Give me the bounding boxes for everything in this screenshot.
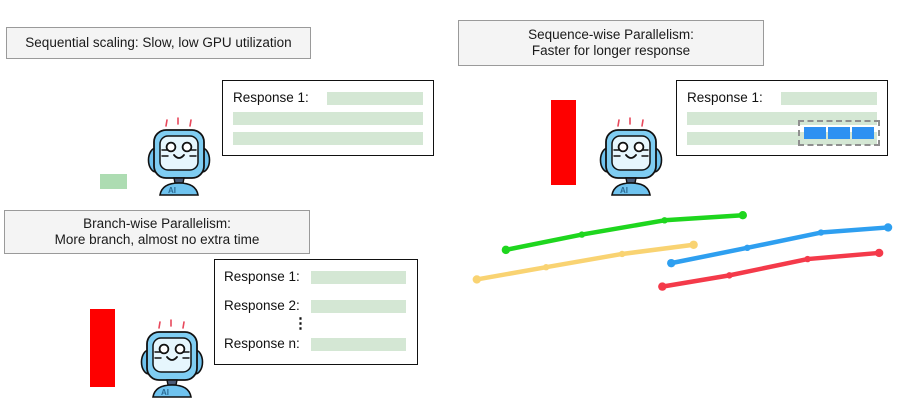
branch-wise-caption-line-2: More branch, almost no extra time <box>54 232 260 247</box>
svg-text:AI: AI <box>168 186 176 195</box>
branch-wise-caption-box: Branch-wise Parallelism: More branch, al… <box>4 210 310 254</box>
sequence-wise-response-bubble: Response 1: <box>676 80 888 156</box>
parallel-sequence-blocks-group <box>798 120 880 146</box>
chart-marker <box>661 217 668 224</box>
chart-marker <box>874 248 884 258</box>
sequential-response-row-1: Response 1: <box>233 90 309 106</box>
chart-line <box>503 212 746 253</box>
svg-text:AI: AI <box>161 388 169 397</box>
sequential-caption-line-1: Sequential scaling: Slow, low GPU utiliz… <box>25 35 292 50</box>
parallel-sequence-block <box>828 127 850 139</box>
branch-wise-response-bubble: Response 1: Response 2: ⋮ Response n: <box>214 259 418 365</box>
response-text-bar <box>311 300 406 313</box>
response-text-bar <box>233 132 423 145</box>
parallel-sequence-block <box>852 127 874 139</box>
chart-marker <box>817 229 825 236</box>
branch-wise-response-row-1: Response 1: <box>224 269 300 285</box>
sequential-response-bubble: Response 1: <box>222 80 434 156</box>
sequence-wise-caption-line-2: Faster for longer response <box>531 43 691 58</box>
robot-icon: AI <box>598 116 664 196</box>
chart-marker <box>726 272 733 279</box>
chart-marker <box>578 231 586 238</box>
branch-wise-response-row-n: Response n: <box>224 336 300 352</box>
response-text-bar <box>327 92 423 105</box>
chart-marker <box>542 264 550 271</box>
response-label: Response n: <box>224 336 300 351</box>
robot-icon: AI <box>146 116 212 196</box>
response-text-bar <box>781 92 877 105</box>
sequential-caption-box: Sequential scaling: Slow, low GPU utiliz… <box>6 27 311 59</box>
chart-marker <box>883 223 893 232</box>
chart-marker <box>658 282 667 291</box>
response-label: Response 2: <box>224 298 300 313</box>
branch-wise-caption-line-1: Branch-wise Parallelism: <box>83 216 231 231</box>
svg-text:AI: AI <box>620 186 628 195</box>
sequence-wise-response-row-1: Response 1: <box>687 90 763 106</box>
chart-marker <box>667 258 676 268</box>
branch-wise-response-row-2: Response 2: <box>224 298 300 314</box>
chart-series-yellow <box>472 240 698 284</box>
chart-marker <box>689 240 698 249</box>
chart-line <box>669 225 891 266</box>
chart-marker <box>501 245 511 255</box>
chart-svg <box>472 211 893 291</box>
chart-marker <box>738 211 747 220</box>
vertical-ellipsis: ⋮ <box>293 315 308 332</box>
branch-wise-gpu-utilization-bar <box>90 309 115 387</box>
chart-marker <box>472 275 482 284</box>
chart-marker <box>744 244 751 252</box>
chart-series-red <box>658 248 884 291</box>
response-text-bar <box>233 112 423 125</box>
response-label: Response 1: <box>224 269 300 284</box>
sequence-wise-caption-box: Sequence-wise Parallelism: Faster for lo… <box>458 20 764 66</box>
sequential-gpu-utilization-bar <box>100 174 127 189</box>
sequence-wise-caption-line-1: Sequence-wise Parallelism: <box>528 27 694 42</box>
chart-line <box>660 250 882 289</box>
response-label: Response 1: <box>233 90 309 105</box>
chart-line <box>474 242 696 282</box>
sequence-wise-gpu-utilization-bar <box>551 100 576 185</box>
scaling-curves-chart <box>450 205 897 409</box>
parallel-sequence-block <box>804 127 826 139</box>
robot-icon: AI <box>139 318 205 398</box>
response-label: Response 1: <box>687 90 763 105</box>
chart-series-green <box>501 211 747 255</box>
chart-marker <box>618 250 626 258</box>
chart-series-blue <box>667 223 893 268</box>
chart-marker <box>804 255 811 263</box>
response-text-bar <box>311 271 406 284</box>
response-text-bar <box>311 338 406 351</box>
